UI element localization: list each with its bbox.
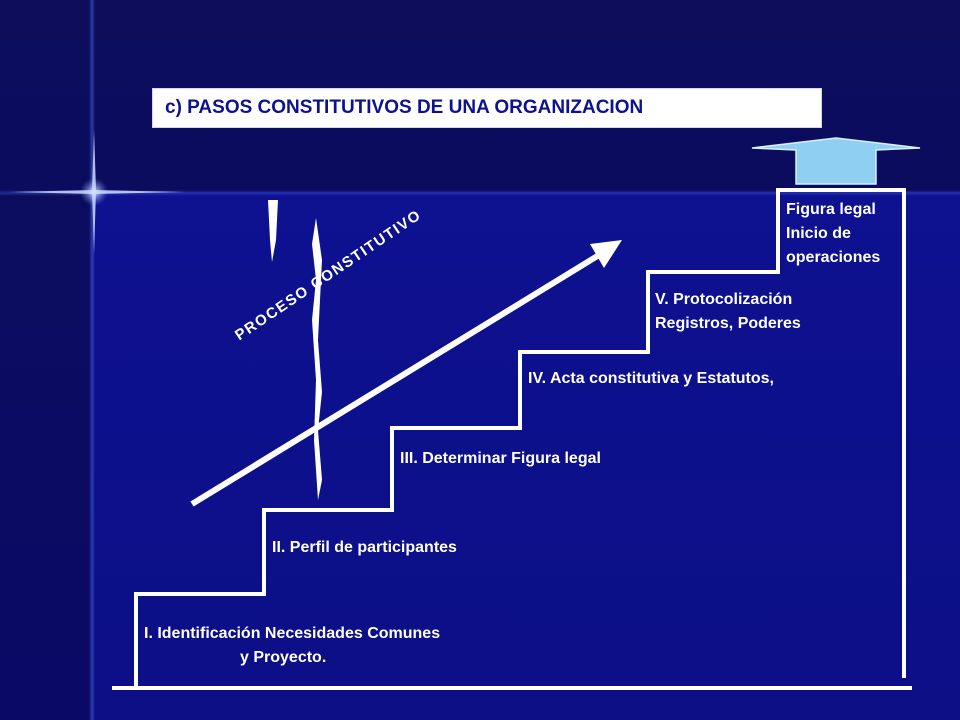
step-5-line2: Registros, Poderes xyxy=(655,315,801,332)
step-1-label: I. Identificación Necesidades Comunes y … xyxy=(144,622,440,670)
step-6-line3: operaciones xyxy=(786,249,881,266)
step-5-line1: V. Protocolización xyxy=(655,291,793,308)
step-1-line1: I. Identificación Necesidades Comunes xyxy=(144,625,441,642)
step-4-line1: IV. Acta constitutiva y Estatutos, xyxy=(528,370,774,387)
horizontal-glow xyxy=(0,190,960,196)
step-6-label: Figura legal Inicio de operaciones xyxy=(786,198,880,270)
staircase-line xyxy=(134,188,906,688)
step-1-line2: y Proyecto. xyxy=(240,649,327,666)
exclamation-icon xyxy=(268,200,322,500)
process-arrow-head xyxy=(590,240,622,268)
vertical-glow xyxy=(89,0,95,720)
page-title: c) PASOS CONSTITUTIVOS DE UNA ORGANIZACI… xyxy=(165,97,644,118)
step-2-label: II. Perfil de participantes xyxy=(272,536,457,560)
step-3-line1: III. Determinar Figura legal xyxy=(400,450,601,467)
step-3-label: III. Determinar Figura legal xyxy=(400,447,601,471)
step-2-line1: II. Perfil de participantes xyxy=(272,539,457,556)
sparkle-icon xyxy=(10,130,185,254)
background-panel xyxy=(92,192,960,720)
step-4-label: IV. Acta constitutiva y Estatutos, xyxy=(528,367,774,391)
title-box: c) PASOS CONSTITUTIVOS DE UNA ORGANIZACI… xyxy=(152,88,822,128)
up-arrow-icon xyxy=(751,137,921,185)
step-6-line2: Inicio de xyxy=(786,225,851,242)
step-5-label: V. Protocolización Registros, Poderes xyxy=(655,288,801,336)
process-arrow-shaft xyxy=(190,249,606,507)
step-6-line1: Figura legal xyxy=(786,201,876,218)
